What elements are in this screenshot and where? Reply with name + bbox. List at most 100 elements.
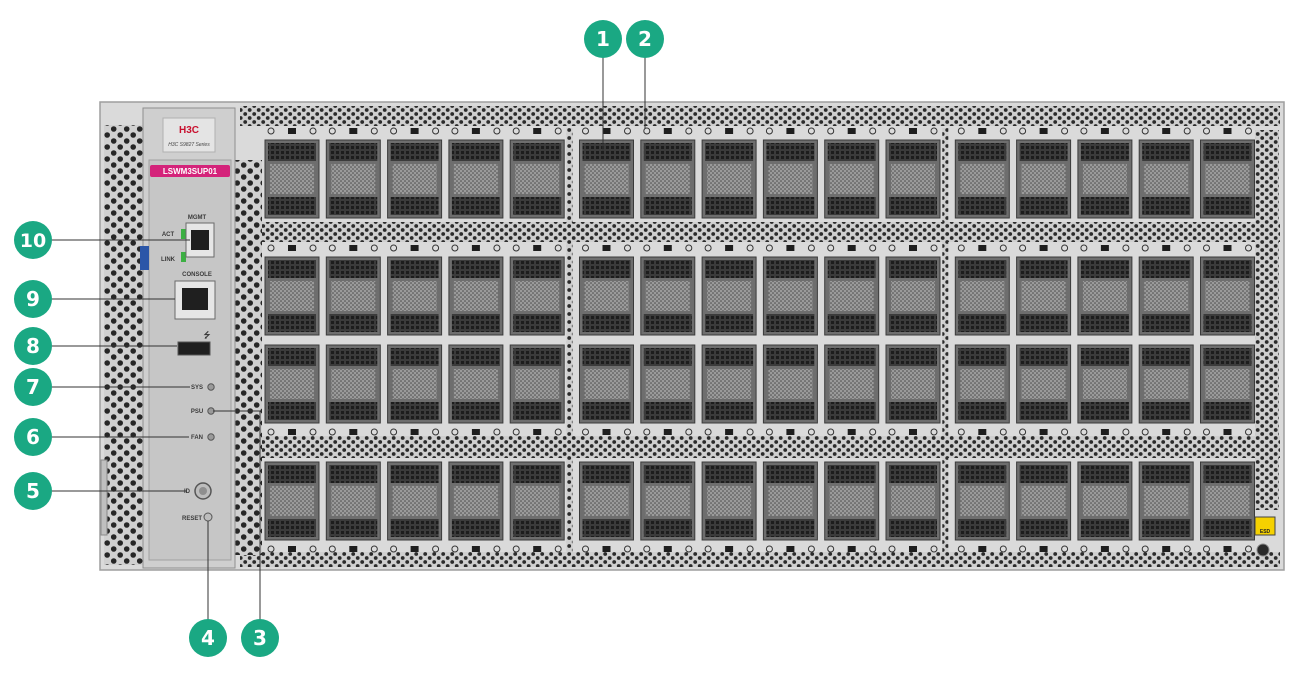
qsfp-port[interactable] <box>1200 244 1255 336</box>
qsfp-port[interactable] <box>640 344 696 436</box>
port-opening <box>1021 486 1066 516</box>
callout-3[interactable] <box>241 619 279 657</box>
qsfp-port[interactable] <box>509 344 565 436</box>
port-label-block <box>410 429 419 435</box>
reset-button[interactable] <box>203 512 213 522</box>
qsfp-port[interactable] <box>885 344 941 436</box>
qsfp-port[interactable] <box>701 244 757 336</box>
port-led <box>554 127 562 135</box>
qsfp-port[interactable] <box>824 127 880 219</box>
port-latch-bottom <box>958 519 1007 537</box>
qsfp-port[interactable] <box>264 344 320 436</box>
port-led <box>1019 244 1027 252</box>
callout-2[interactable] <box>626 20 664 58</box>
port-led <box>807 244 815 252</box>
sys-label: SYS <box>191 385 203 391</box>
qsfp-port[interactable] <box>1200 344 1255 436</box>
qsfp-port[interactable] <box>1138 244 1194 336</box>
qsfp-port[interactable] <box>579 461 634 553</box>
qsfp-port[interactable] <box>824 344 880 436</box>
qsfp-port[interactable] <box>448 344 504 436</box>
left-handle[interactable] <box>100 459 108 536</box>
port-latch-bottom <box>1203 314 1252 332</box>
qsfp-port[interactable] <box>1138 127 1194 219</box>
card-release-tab[interactable] <box>140 246 149 270</box>
qsfp-port[interactable] <box>954 344 1010 436</box>
qsfp-port[interactable] <box>762 461 818 553</box>
qsfp-port[interactable] <box>387 244 443 336</box>
port-led <box>746 244 754 252</box>
qsfp-port[interactable] <box>1016 127 1072 219</box>
port-latch-bottom <box>513 314 562 332</box>
qsfp-port[interactable] <box>640 244 696 336</box>
qsfp-port[interactable] <box>1200 461 1255 553</box>
qsfp-port[interactable] <box>1016 461 1072 553</box>
qsfp-port[interactable] <box>448 461 504 553</box>
qsfp-port[interactable] <box>701 344 757 436</box>
qsfp-port[interactable] <box>1077 461 1133 553</box>
callout-7[interactable] <box>14 368 52 406</box>
qsfp-port[interactable] <box>509 244 565 336</box>
port-led <box>267 244 275 252</box>
qsfp-port[interactable] <box>325 127 381 219</box>
qsfp-port[interactable] <box>824 244 880 336</box>
callout-9[interactable] <box>14 280 52 318</box>
callout-5[interactable] <box>14 472 52 510</box>
qsfp-port[interactable] <box>325 244 381 336</box>
callout-6[interactable] <box>14 418 52 456</box>
qsfp-port[interactable] <box>640 127 696 219</box>
port-latch-top <box>268 348 316 366</box>
callout-10[interactable] <box>14 221 52 259</box>
qsfp-port[interactable] <box>448 244 504 336</box>
qsfp-port[interactable] <box>885 244 941 336</box>
callout-8[interactable] <box>14 327 52 365</box>
qsfp-port[interactable] <box>509 461 565 553</box>
qsfp-port[interactable] <box>387 344 443 436</box>
qsfp-port[interactable] <box>1077 244 1133 336</box>
qsfp-port[interactable] <box>1016 244 1072 336</box>
qsfp-port[interactable] <box>1138 461 1194 553</box>
qsfp-port[interactable] <box>1016 344 1072 436</box>
port-latch-bottom <box>513 402 562 420</box>
port-led <box>827 127 835 135</box>
qsfp-port[interactable] <box>640 461 696 553</box>
qsfp-port[interactable] <box>579 244 634 336</box>
callout-4[interactable] <box>189 619 227 657</box>
qsfp-port[interactable] <box>954 244 1010 336</box>
qsfp-port[interactable] <box>579 127 634 219</box>
qsfp-port[interactable] <box>954 127 1010 219</box>
qsfp-port[interactable] <box>509 127 565 219</box>
callout-1[interactable] <box>584 20 622 58</box>
qsfp-port[interactable] <box>762 127 818 219</box>
qsfp-port[interactable] <box>701 127 757 219</box>
qsfp-port[interactable] <box>1077 344 1133 436</box>
qsfp-port[interactable] <box>762 344 818 436</box>
qsfp-port[interactable] <box>701 461 757 553</box>
port-opening <box>584 369 629 399</box>
usb-port[interactable] <box>177 341 211 356</box>
qsfp-port[interactable] <box>824 461 880 553</box>
port-latch-bottom <box>1142 402 1191 420</box>
port-label-block <box>663 429 672 435</box>
callout-4-label: 4 <box>201 626 215 650</box>
port-latch-bottom <box>705 519 754 537</box>
port-opening <box>331 369 376 399</box>
qsfp-port[interactable] <box>264 244 320 336</box>
qsfp-port[interactable] <box>885 127 941 219</box>
qsfp-port[interactable] <box>448 127 504 219</box>
qsfp-port[interactable] <box>325 344 381 436</box>
qsfp-port[interactable] <box>264 127 320 219</box>
qsfp-port[interactable] <box>762 244 818 336</box>
qsfp-port[interactable] <box>885 461 941 553</box>
qsfp-port[interactable] <box>387 127 443 219</box>
qsfp-port[interactable] <box>1138 344 1194 436</box>
qsfp-port[interactable] <box>954 461 1010 553</box>
qsfp-port[interactable] <box>1200 127 1255 219</box>
qsfp-port[interactable] <box>264 461 320 553</box>
qsfp-port[interactable] <box>1077 127 1133 219</box>
qsfp-port[interactable] <box>387 461 443 553</box>
port-led <box>451 244 459 252</box>
qsfp-port[interactable] <box>579 344 634 436</box>
qsfp-port[interactable] <box>325 461 381 553</box>
port-latch-top <box>827 465 876 483</box>
